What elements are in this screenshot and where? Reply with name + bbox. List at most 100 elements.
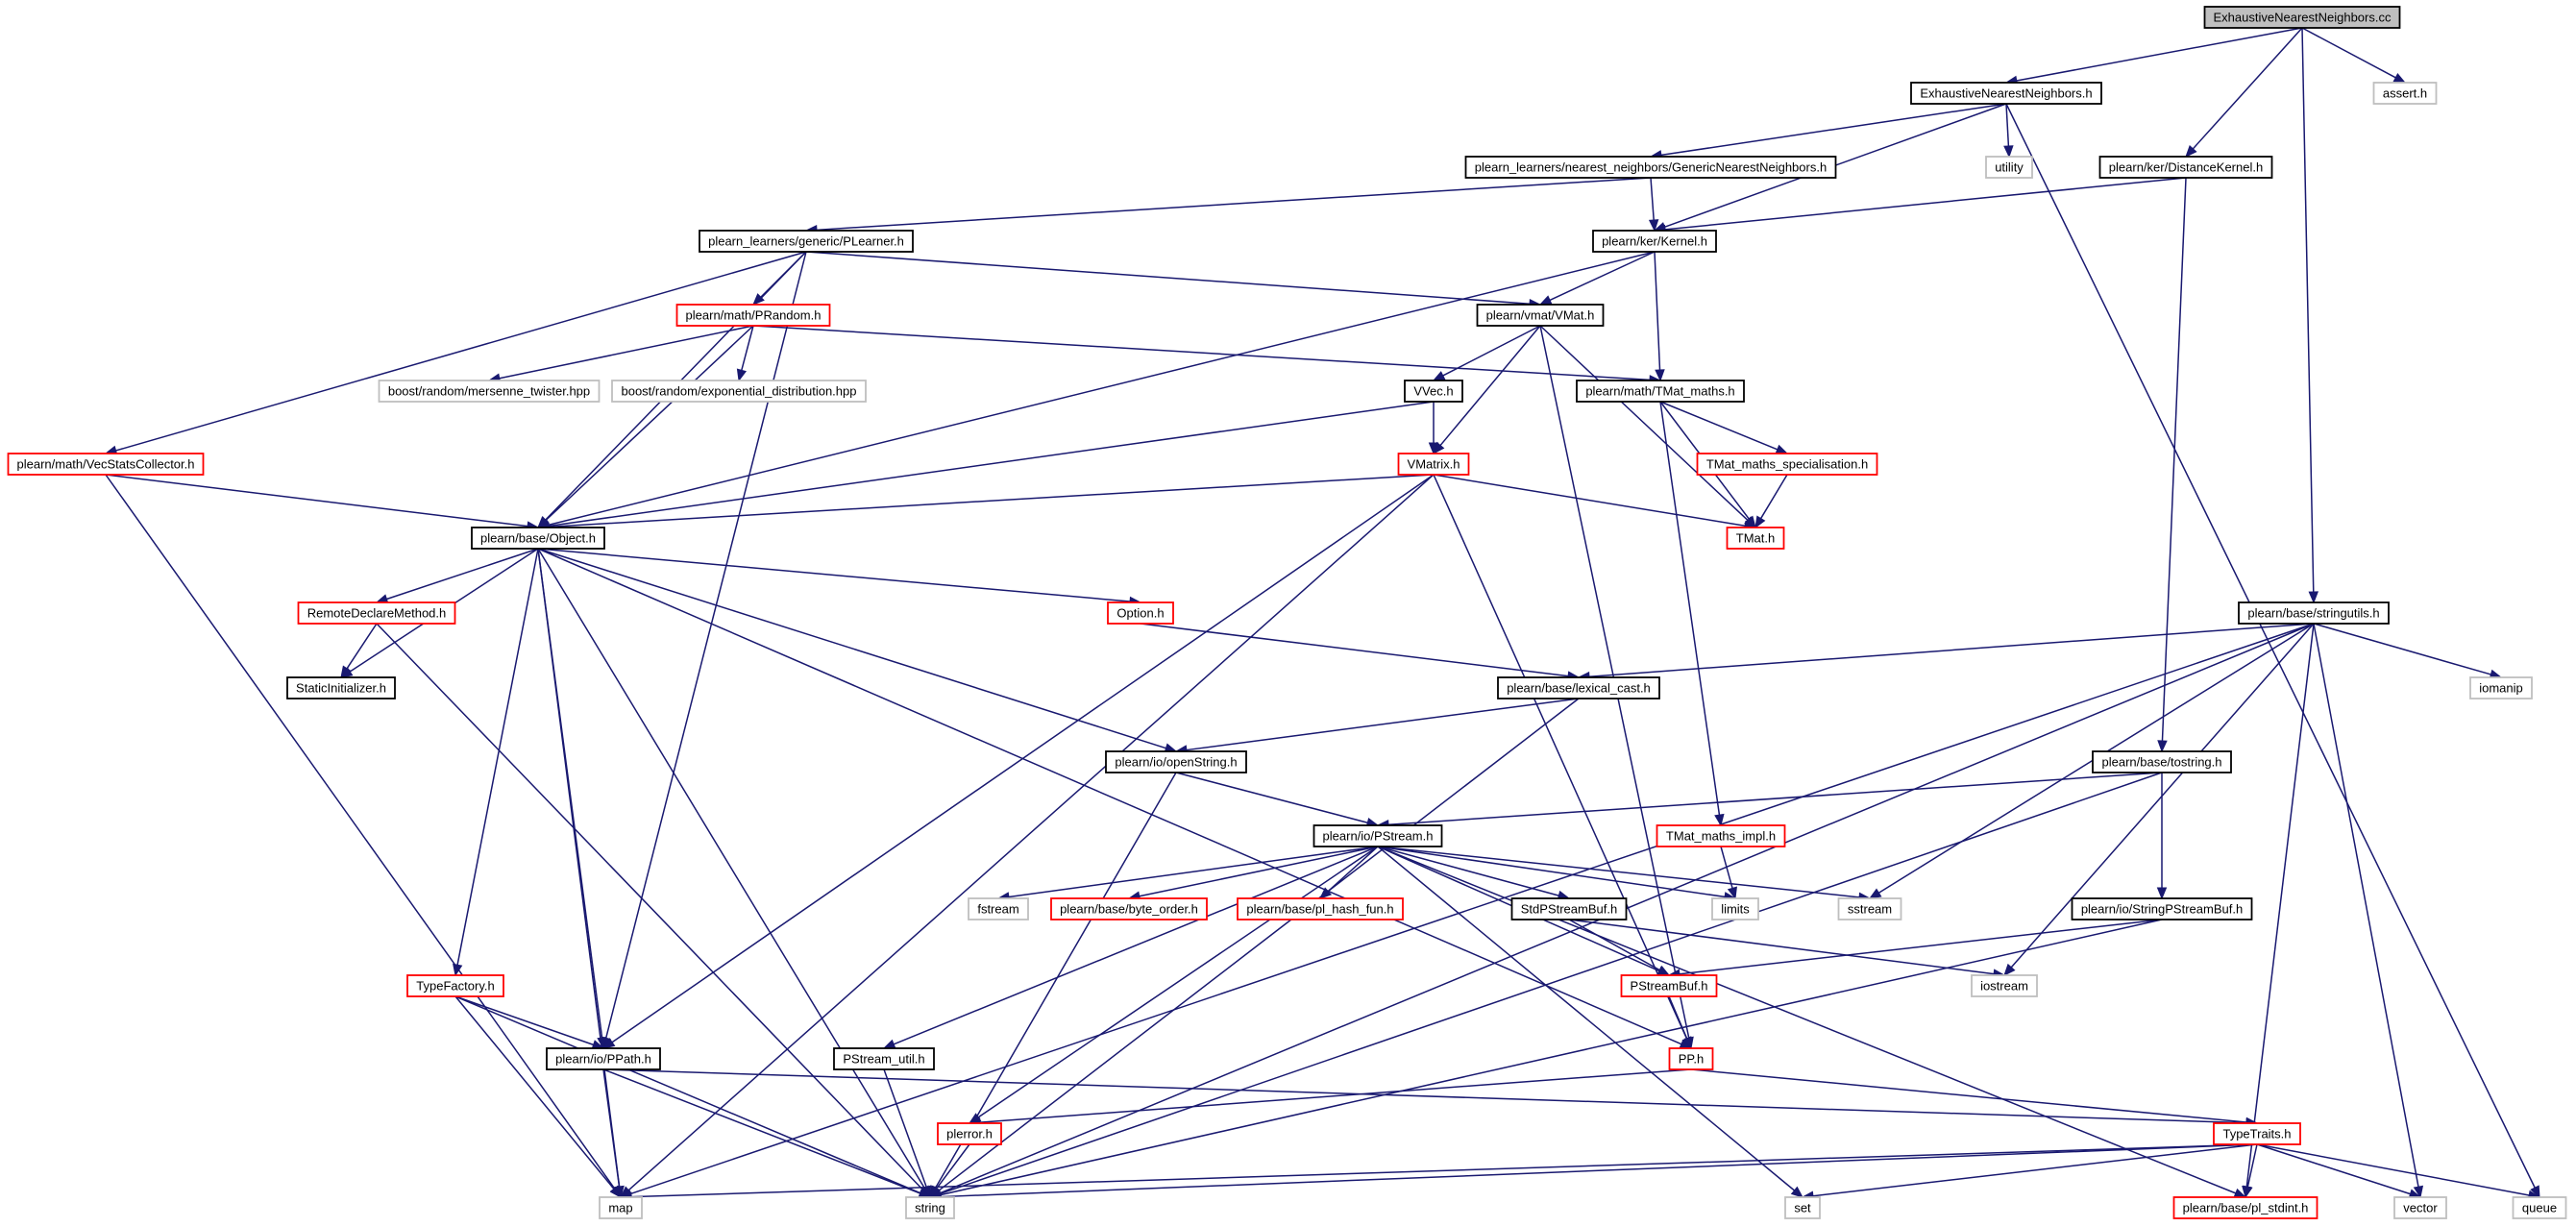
edge-line bbox=[1539, 325, 1749, 522]
edge-line bbox=[1433, 474, 1746, 527]
node-remotedeclare-h[interactable]: RemoteDeclareMethod.h bbox=[297, 601, 456, 625]
node-limits: limits bbox=[1711, 897, 1759, 920]
node-plearner-h[interactable]: plearn_learners/generic/PLearner.h bbox=[699, 230, 914, 253]
node-label: map bbox=[608, 1201, 632, 1215]
node-typetraits-h[interactable]: TypeTraits.h bbox=[2213, 1122, 2301, 1145]
edge-gnn_h-to-kernel_h bbox=[1648, 177, 1659, 233]
edge-line bbox=[2005, 103, 2536, 1189]
node-box bbox=[1107, 601, 1174, 625]
node-prandom-h[interactable]: plearn/math/PRandom.h bbox=[675, 304, 831, 327]
edge-arrowhead bbox=[929, 1185, 942, 1199]
edge-line bbox=[2256, 1143, 2411, 1195]
node-box bbox=[297, 601, 456, 625]
node-plstdint-h[interactable]: plearn/base/pl_stdint.h bbox=[2172, 1196, 2318, 1219]
edge-object_h-to-string bbox=[537, 548, 931, 1199]
node-label: plearn/vmat/VMat.h bbox=[1486, 308, 1595, 323]
node-typefactory-h[interactable]: TypeFactory.h bbox=[406, 974, 504, 997]
node-enn-h[interactable]: ExhaustiveNearestNeighbors.h bbox=[1910, 82, 2102, 105]
edge-tostring_h-to-pstream_h bbox=[1376, 772, 2163, 830]
node-ppath-h[interactable]: plearn/io/PPath.h bbox=[546, 1047, 661, 1070]
node-option-h[interactable]: Option.h bbox=[1107, 601, 1174, 625]
node-box bbox=[2238, 601, 2390, 625]
node-vmatrix-h[interactable]: VMatrix.h bbox=[1397, 453, 1470, 476]
node-kernel-h[interactable]: plearn/ker/Kernel.h bbox=[1592, 230, 1717, 253]
node-byteorder-h[interactable]: plearn/base/byte_order.h bbox=[1050, 897, 1208, 920]
node-vmat-h[interactable]: plearn/vmat/VMat.h bbox=[1476, 304, 1605, 327]
edge-stringutils_h-to-iomanip bbox=[2313, 623, 2503, 679]
node-lexicalcast-h[interactable]: plearn/base/lexical_cast.h bbox=[1497, 676, 1660, 699]
node-pstreamutil-h[interactable]: PStream_util.h bbox=[833, 1047, 935, 1070]
node-openstring-h[interactable]: plearn/io/openString.h bbox=[1105, 750, 1247, 773]
edge-tmatmaths_h-to-tmatspec_h bbox=[1659, 401, 1789, 454]
edge-arrowhead bbox=[1727, 886, 1737, 900]
edge-vmatrix_h-to-pp_h bbox=[1433, 474, 1692, 1050]
edge-line bbox=[499, 325, 754, 380]
node-vvec-h[interactable]: VVec.h bbox=[1404, 380, 1463, 403]
node-box bbox=[1476, 304, 1605, 327]
node-box bbox=[2071, 897, 2253, 920]
edge-plearner_h-to-vecstats_h bbox=[104, 251, 807, 455]
node-box bbox=[1592, 230, 1717, 253]
node-stringpstreambuf-h[interactable]: plearn/io/StringPStreamBuf.h bbox=[2071, 897, 2253, 920]
node-box bbox=[406, 974, 504, 997]
node-gnn-h[interactable]: plearn_learners/nearest_neighbors/Generi… bbox=[1464, 156, 1837, 179]
edge-object_h-to-remotedeclare_h bbox=[375, 548, 539, 604]
edge-line bbox=[2005, 103, 2010, 147]
node-distkernel-h[interactable]: plearn/ker/DistanceKernel.h bbox=[2098, 156, 2273, 179]
node-tmatimpl-h[interactable]: TMat_maths_impl.h bbox=[1656, 824, 1786, 847]
node-pstream-h[interactable]: plearn/io/PStream.h bbox=[1313, 824, 1443, 847]
edge-line bbox=[935, 1143, 970, 1190]
edge-vvec_h-to-vmatrix_h bbox=[1428, 402, 1439, 455]
node-box bbox=[1668, 1047, 1714, 1070]
edge-line bbox=[1568, 919, 1660, 971]
node-label: plearn/ker/Kernel.h bbox=[1602, 234, 1707, 249]
node-box bbox=[2203, 6, 2401, 29]
edge-pstream_h-to-plerror_h bbox=[968, 846, 1379, 1124]
node-tostring-h[interactable]: plearn/base/tostring.h bbox=[2092, 750, 2232, 773]
node-staticinit-h[interactable]: StaticInitializer.h bbox=[286, 676, 396, 699]
edge-plearner_h-to-vmat_h bbox=[805, 251, 1542, 309]
node-label: queue bbox=[2522, 1201, 2557, 1215]
edge-pstream_h-to-hashfun_h bbox=[1319, 846, 1379, 899]
edge-line bbox=[537, 548, 1682, 1045]
node-box bbox=[675, 304, 831, 327]
node-label: plearn_learners/nearest_neighbors/Generi… bbox=[1475, 160, 1827, 175]
node-vecstats-h[interactable]: plearn/math/VecStatsCollector.h bbox=[7, 453, 205, 476]
node-hashfun-h[interactable]: plearn/base/pl_hash_fun.h bbox=[1237, 897, 1404, 920]
node-stdpstreambuf-h[interactable]: StdPStreamBuf.h bbox=[1510, 897, 1628, 920]
edge-arrowhead bbox=[2530, 1185, 2540, 1199]
node-box bbox=[2469, 676, 2533, 699]
node-box bbox=[1656, 824, 1786, 847]
node-pstreambuf-h[interactable]: PStreamBuf.h bbox=[1620, 974, 1718, 997]
node-tmat-h[interactable]: TMat.h bbox=[1726, 527, 1785, 550]
edge-line bbox=[1433, 474, 1688, 1040]
node-label: plearn/base/byte_order.h bbox=[1060, 902, 1198, 917]
node-plerror-h[interactable]: plerror.h bbox=[937, 1122, 1002, 1145]
edge-line bbox=[1008, 846, 1379, 898]
node-pp-h[interactable]: PP.h bbox=[1668, 1047, 1714, 1070]
node-box bbox=[1237, 897, 1404, 920]
node-box bbox=[1105, 750, 1247, 773]
edge-stringutils_h-to-lexicalcast_h bbox=[1577, 623, 2315, 682]
node-box bbox=[2512, 1196, 2567, 1219]
edge-line bbox=[893, 846, 1379, 1045]
node-label: plearn/math/PRandom.h bbox=[686, 308, 822, 323]
node-box bbox=[611, 380, 867, 403]
edge-line bbox=[1377, 846, 1726, 898]
edge-arrowhead bbox=[2003, 963, 2016, 976]
edge-line bbox=[537, 548, 925, 1189]
node-tmatmaths-h[interactable]: plearn/math/TMat_maths.h bbox=[1576, 380, 1745, 403]
edge-line bbox=[2245, 623, 2315, 1188]
node-tmatspec-h[interactable]: TMat_maths_specialisation.h bbox=[1696, 453, 1878, 476]
edge-line bbox=[1439, 325, 1541, 447]
node-label: plearn/math/TMat_maths.h bbox=[1585, 384, 1734, 399]
node-stringutils-h[interactable]: plearn/base/stringutils.h bbox=[2238, 601, 2390, 625]
edge-line bbox=[805, 251, 1531, 305]
edge-arrowhead bbox=[1656, 965, 1671, 976]
edge-line bbox=[1377, 846, 1559, 896]
node-root[interactable]: ExhaustiveNearestNeighbors.cc bbox=[2203, 6, 2401, 29]
edge-line bbox=[454, 995, 921, 1194]
edge-line bbox=[741, 325, 754, 371]
node-label: plearn/base/Object.h bbox=[480, 531, 596, 546]
node-object-h[interactable]: plearn/base/Object.h bbox=[471, 527, 605, 550]
